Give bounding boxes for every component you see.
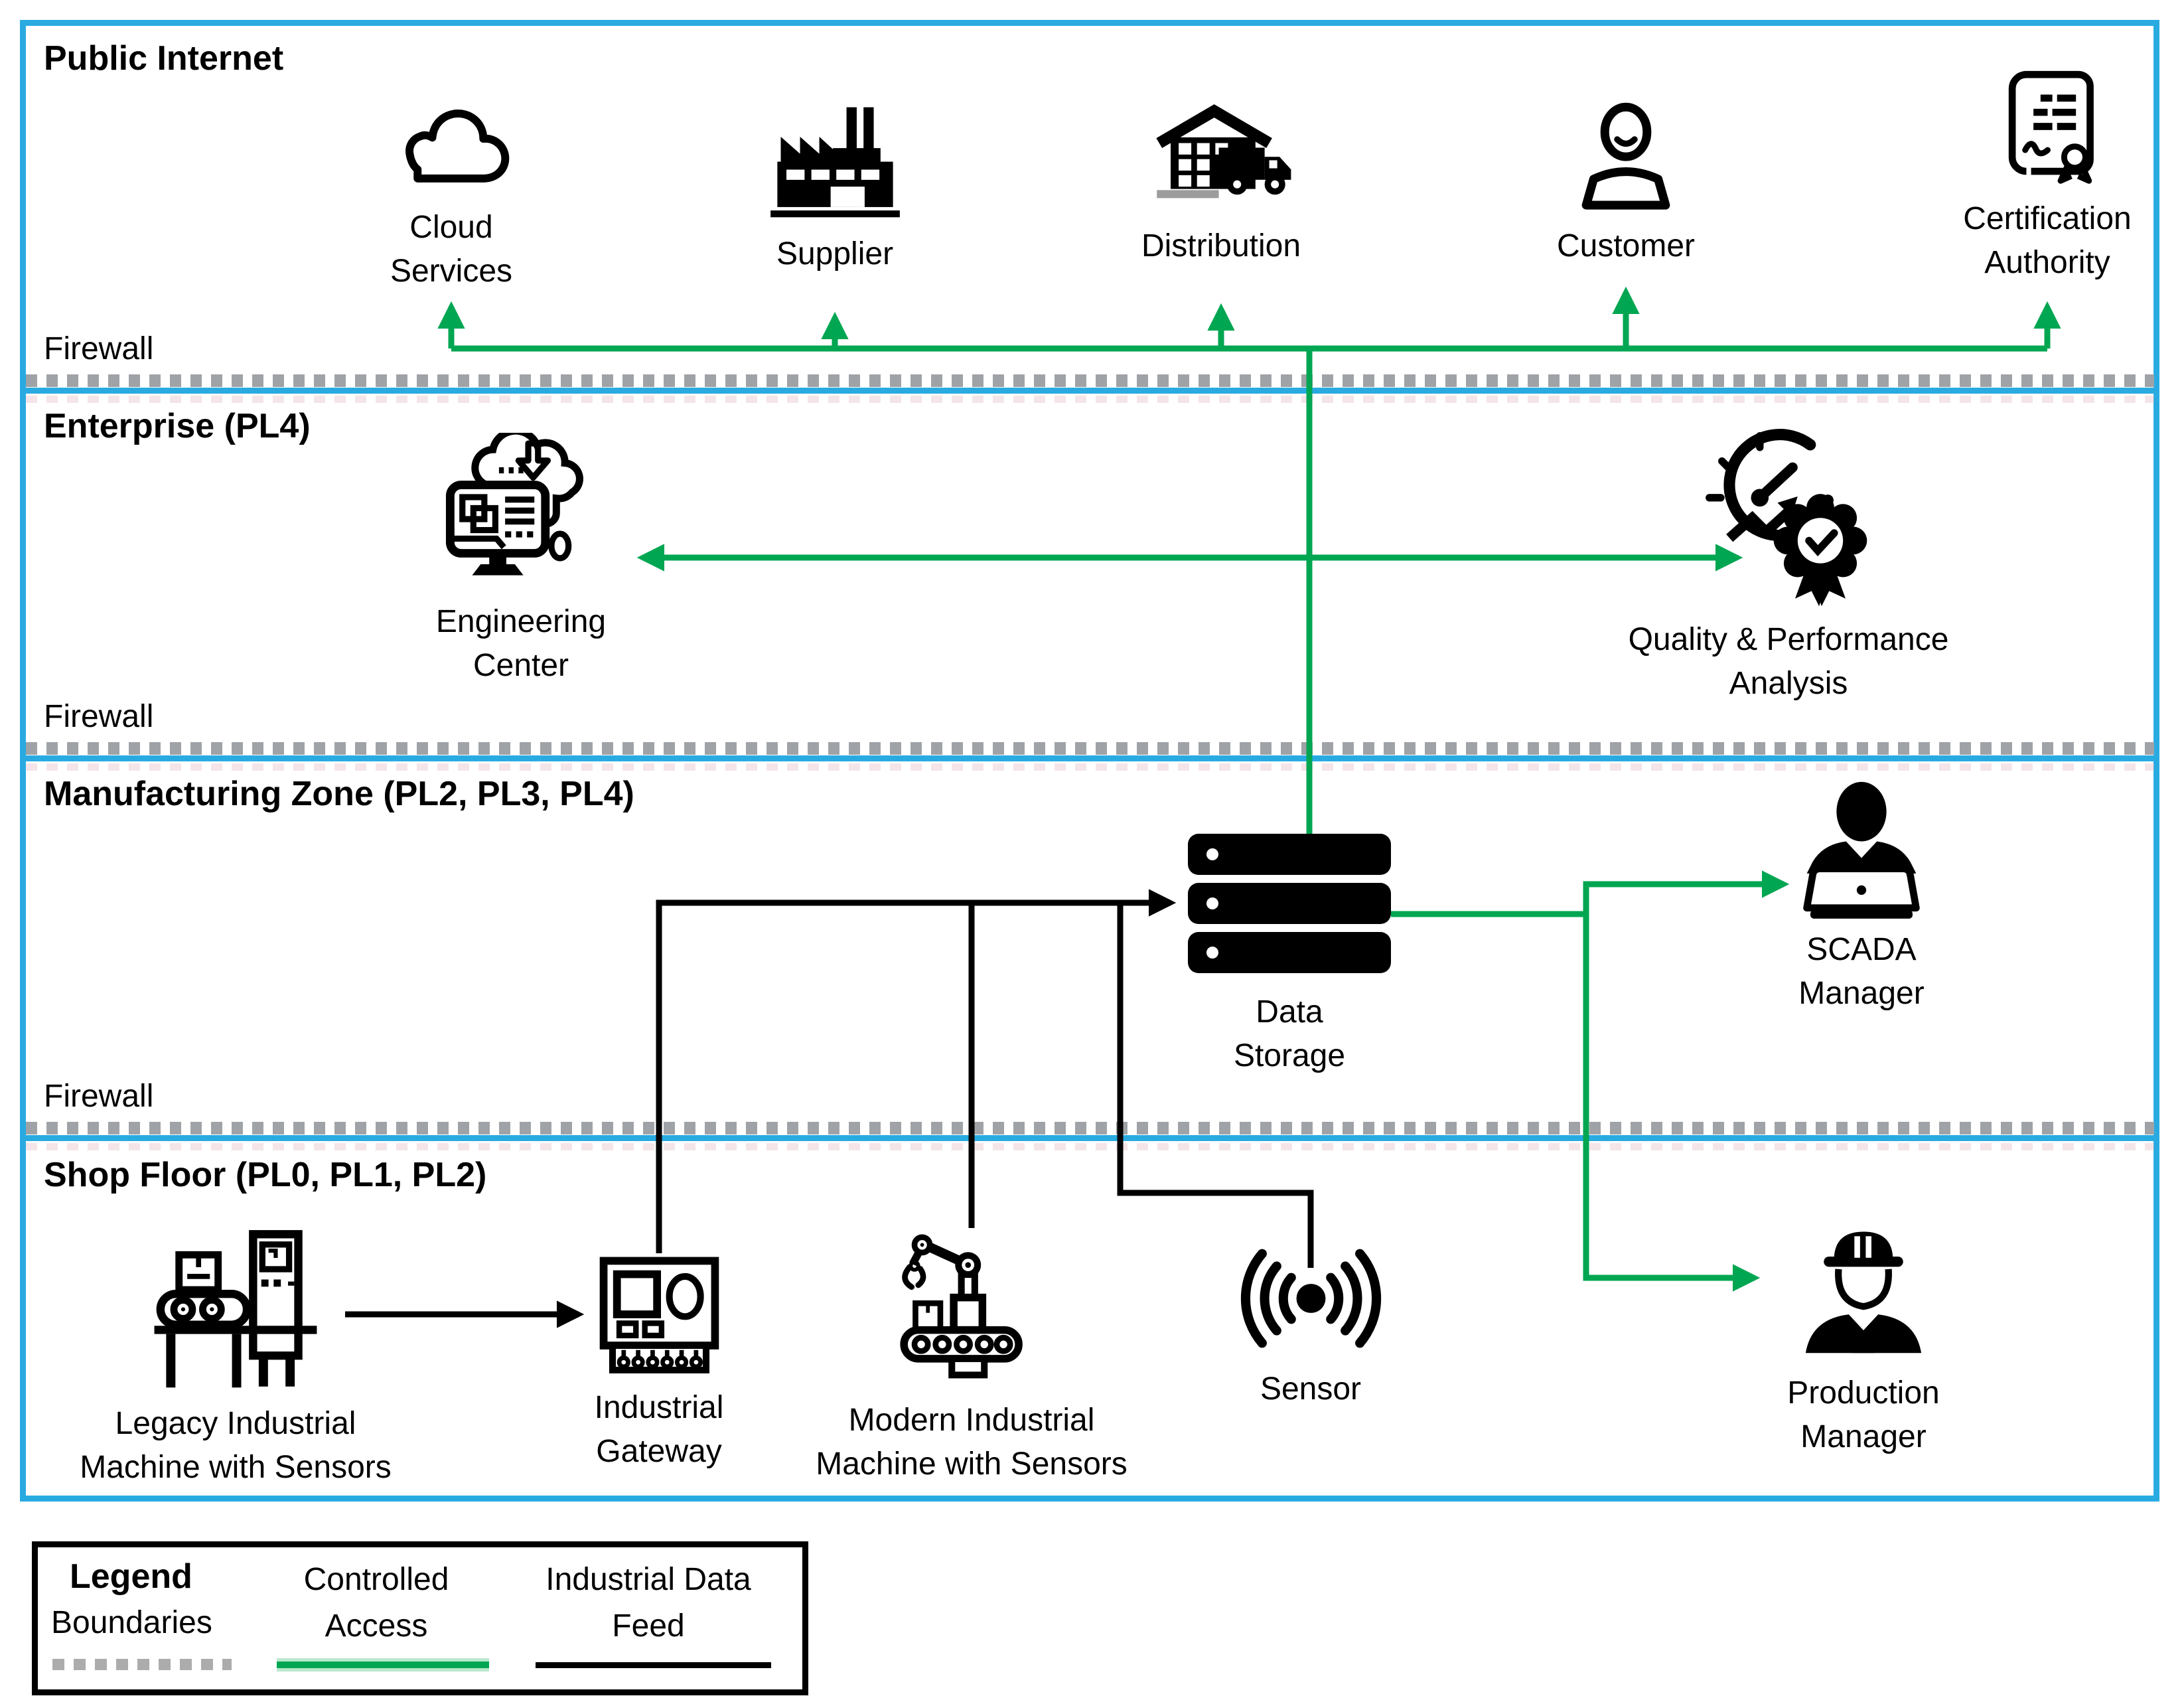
robot-arm-icon	[891, 1227, 1053, 1389]
legend-data-feed-sample	[536, 1662, 771, 1668]
node-customer: Customer	[1520, 101, 1732, 268]
node-label: Industrial Gateway	[594, 1390, 724, 1470]
node-engineering-center: Engineering Center	[348, 433, 693, 688]
gateway-device-icon	[595, 1252, 724, 1377]
node-label: Data Storage	[1233, 994, 1346, 1074]
boundary-artifact	[26, 396, 2154, 403]
node-label: Supplier	[776, 236, 894, 271]
legend-controlled-access-label: Controlled Access	[303, 1562, 449, 1644]
node-supplier: Supplier	[729, 105, 941, 276]
boundary-manufacturing-shopfloor-line	[26, 1135, 2154, 1141]
node-industrial-gateway: Industrial Gateway	[536, 1252, 782, 1474]
node-legacy-machine: Legacy Industrial Machine with Sensors	[23, 1228, 448, 1490]
boundary-artifact	[26, 1143, 2154, 1150]
node-certification-authority: Certification Authority	[1908, 65, 2184, 285]
zone-title-public-internet: Public Internet	[44, 39, 284, 78]
node-label: Customer	[1556, 228, 1696, 264]
legend-box: Legend Boundaries Controlled Access Indu…	[32, 1541, 808, 1695]
node-scada-manager: SCADA Manager	[1722, 781, 2001, 1016]
node-modern-machine: Modern Industrial Machine with Sensors	[759, 1227, 1184, 1486]
node-quality-performance: Quality & Performance Analysis	[1573, 420, 2004, 706]
cloud-computer-icon	[438, 433, 604, 591]
node-label: Legacy Industrial Machine with Sensors	[80, 1406, 392, 1486]
boundary-enterprise-manufacturing-line	[26, 755, 2154, 761]
node-label: Cloud Services	[390, 210, 513, 289]
node-label: Distribution	[1141, 228, 1301, 264]
legend-title: Legend	[70, 1557, 192, 1596]
factory-icon	[767, 105, 903, 223]
cloud-icon	[384, 97, 520, 196]
zone-title-manufacturing: Manufacturing Zone (PL2, PL3, PL4)	[44, 775, 634, 813]
conveyor-machine-icon	[139, 1228, 332, 1393]
person-laptop-icon	[1782, 781, 1941, 919]
node-production-manager: Production Manager	[1731, 1221, 1996, 1459]
zone-title-enterprise: Enterprise (PL4)	[44, 407, 311, 445]
node-distribution: Distribution	[1102, 101, 1341, 268]
legend-data-feed-label: Industrial Data Feed	[546, 1562, 751, 1644]
boundary-artifact	[26, 763, 2154, 771]
node-label: Production Manager	[1787, 1375, 1940, 1455]
certificate-icon	[1986, 65, 2109, 188]
legend-controlled-access-sample	[277, 1662, 489, 1668]
person-icon	[1569, 101, 1683, 215]
firewall-label-2: Firewall	[44, 699, 154, 734]
warehouse-truck-icon	[1145, 101, 1297, 215]
firewall-label-1: Firewall	[44, 331, 154, 366]
boundary-public-enterprise	[26, 374, 2154, 387]
node-label: Quality & Performance Analysis	[1628, 622, 1949, 702]
gauge-badge-icon	[1694, 420, 1883, 609]
node-label: SCADA Manager	[1798, 932, 1925, 1012]
legend-boundaries-label: Boundaries	[51, 1605, 212, 1640]
server-stack-icon	[1188, 834, 1391, 973]
node-label: Sensor	[1260, 1371, 1362, 1407]
wireless-sensor-icon	[1233, 1239, 1389, 1358]
boundary-enterprise-manufacturing	[26, 742, 2154, 755]
hardhat-person-icon	[1790, 1221, 1937, 1362]
node-label: Engineering Center	[435, 604, 607, 684]
node-label: Certification Authority	[1963, 201, 2132, 281]
node-sensor: Sensor	[1211, 1239, 1410, 1411]
boundary-manufacturing-shopfloor	[26, 1122, 2154, 1134]
node-data-storage: Data Storage	[1177, 834, 1402, 1078]
zone-title-shop-floor: Shop Floor (PL0, PL1, PL2)	[44, 1156, 487, 1194]
node-cloud-services: Cloud Services	[345, 97, 557, 293]
firewall-label-3: Firewall	[44, 1079, 154, 1114]
boundary-public-enterprise-line	[26, 388, 2154, 394]
legend-boundaries-sample	[52, 1659, 232, 1670]
node-label: Modern Industrial Machine with Sensors	[816, 1403, 1128, 1482]
